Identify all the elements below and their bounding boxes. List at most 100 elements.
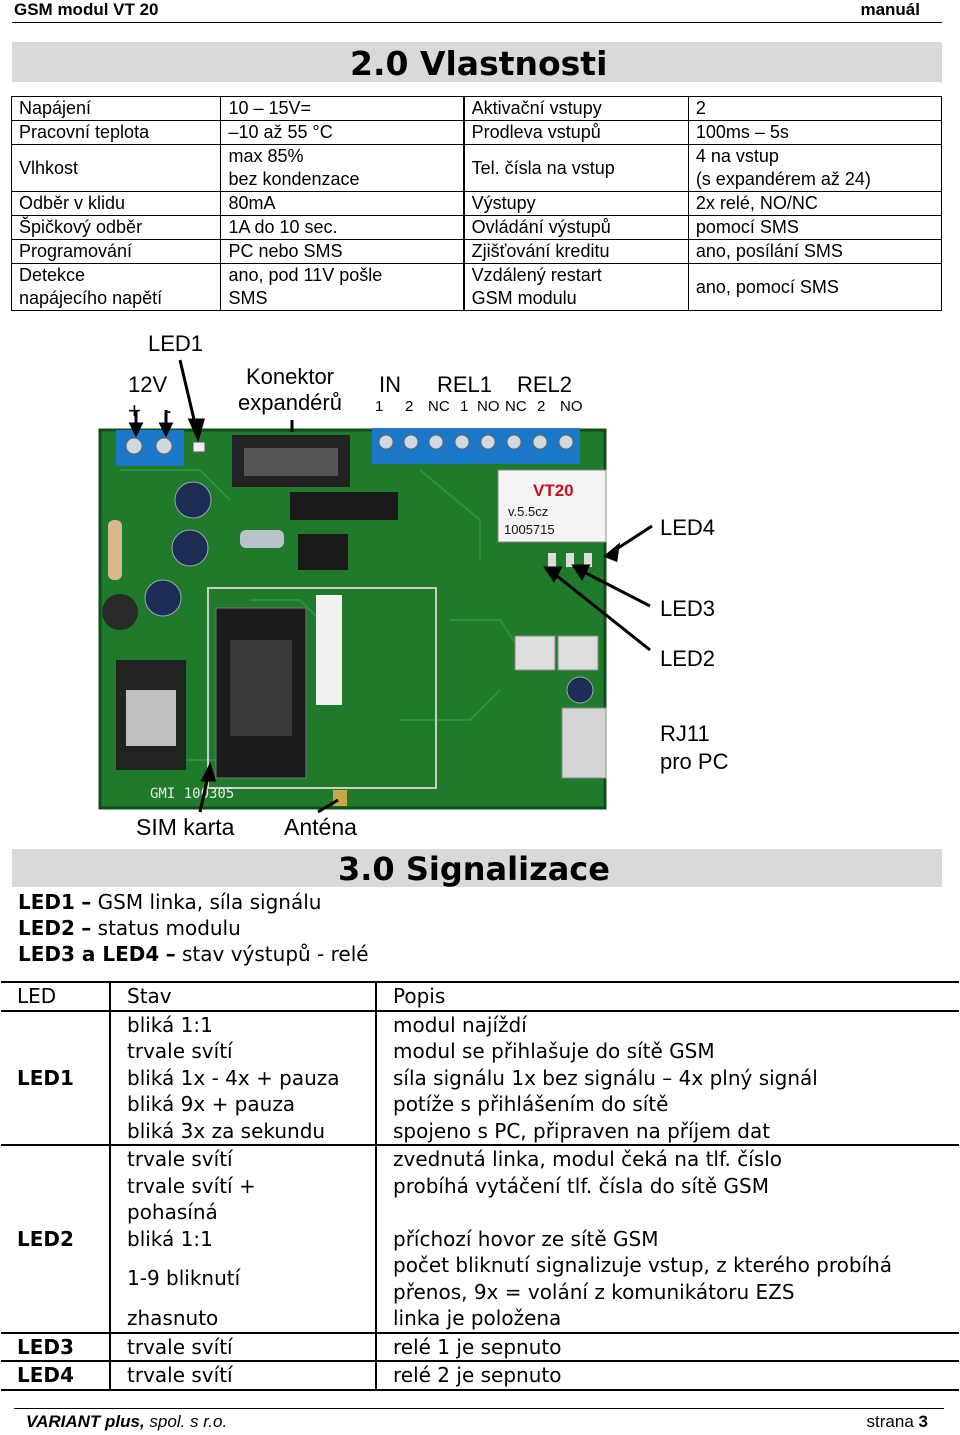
label-sim: SIM karta bbox=[136, 814, 235, 840]
led-state-cell: trvale svítí bbox=[110, 1144, 377, 1173]
label-plus: + bbox=[128, 398, 141, 423]
section-title-vlastnosti: 2.0 Vlastnosti bbox=[350, 44, 608, 83]
led-description-cell: modul najíždí bbox=[376, 1009, 959, 1038]
properties-cell: pomocí SMS bbox=[687, 215, 943, 240]
led-table-row: trvale svítí modul se přihlašuje do sítě … bbox=[1, 1038, 959, 1065]
crystal bbox=[240, 530, 284, 548]
header-rule bbox=[12, 22, 942, 23]
doc-title: GSM modul VT 20 bbox=[14, 0, 159, 19]
footer-page: strana 3 bbox=[866, 1412, 928, 1431]
label-led4: LED4 bbox=[660, 515, 716, 540]
label-12v: 12V bbox=[128, 372, 168, 397]
led-table-row: bliká 1:1 příchozí hovor ze sítě GSM bbox=[1, 1225, 959, 1252]
terminal-pin-label: NC bbox=[505, 398, 527, 415]
led-description-cell: síla signálu 1x bez signálu – 4x plný si… bbox=[393, 1065, 818, 1090]
terminal-pin-label: 2 bbox=[537, 398, 546, 415]
led4-component bbox=[584, 553, 592, 567]
led-state-cell: bliká 1:1 bbox=[110, 1009, 377, 1038]
properties-cell: Vzdálený restart GSM modulu bbox=[463, 263, 689, 311]
led-description-cell: modul se přihlašuje do sítě GSM bbox=[393, 1039, 715, 1063]
section-title-signalizace: 3.0 Signalizace bbox=[338, 850, 610, 888]
signal-text: stav výstupů - relé bbox=[182, 942, 369, 966]
signal-dash: – bbox=[81, 890, 92, 914]
led-name-cell: LED4 bbox=[1, 1360, 111, 1390]
signal-text: GSM linka, síla signálu bbox=[97, 890, 322, 914]
led-state-cell: 1-9 bliknutí bbox=[110, 1252, 377, 1305]
led-description-cell: zvednutá linka, modul čeká na tlf. číslo bbox=[376, 1144, 959, 1173]
led-description-cell: probíhá vytáčení tlf. čísla do sítě GSM bbox=[393, 1173, 769, 1198]
led-state-cell: bliká 9x + pauza bbox=[110, 1091, 377, 1118]
signal-led-name: LED2 bbox=[18, 916, 75, 940]
label-in: IN bbox=[379, 372, 401, 397]
annotation-arrows bbox=[128, 359, 653, 814]
led-description-cell: příchozí hovor ze sítě GSM bbox=[393, 1226, 659, 1251]
led-state-cell: bliká 1x - 4x + pauza bbox=[110, 1064, 377, 1091]
signal-line: LED1 – GSM linka, síla signálu bbox=[18, 889, 321, 915]
section-bar-vlastnosti bbox=[12, 42, 942, 82]
led-table-bottom bbox=[1, 1388, 959, 1392]
properties-cell: Výstupy bbox=[463, 191, 689, 216]
terminal-pin-label: NC bbox=[428, 398, 450, 415]
led-table-header-cell: Stav bbox=[110, 981, 377, 1011]
properties-cell: Špičkový odběr bbox=[10, 215, 222, 240]
led1-component bbox=[192, 441, 206, 453]
board-label-text: VT20 bbox=[533, 481, 574, 500]
doc-type: manuál bbox=[860, 0, 920, 19]
capacitor bbox=[174, 481, 212, 519]
led3-component bbox=[566, 553, 574, 567]
led-state-cell: trvale svítí bbox=[110, 1038, 377, 1065]
terminal-pin-label: 1 bbox=[375, 398, 384, 415]
board-serial-text: 1005715 bbox=[504, 522, 555, 537]
label-rel2: REL2 bbox=[517, 372, 573, 397]
properties-cell: Ovládání výstupů bbox=[463, 215, 689, 240]
signal-line: LED3 a LED4 – stav výstupů - relé bbox=[18, 941, 369, 967]
led-table-row: zhasnuto linka je položena bbox=[1, 1305, 959, 1333]
led-name-cell: LED1 bbox=[1, 1009, 111, 1145]
label-minus: - bbox=[164, 398, 172, 423]
properties-cell: ano, pomocí SMS bbox=[687, 263, 943, 311]
label-rel1: REL1 bbox=[437, 372, 493, 397]
properties-cell: PC nebo SMS bbox=[220, 239, 465, 264]
properties-cell: ano, posílání SMS bbox=[687, 239, 943, 264]
board-version-text: v.5.5cz bbox=[508, 504, 548, 519]
footer-rule bbox=[14, 1408, 944, 1409]
antenna-connector bbox=[333, 790, 347, 806]
label-antena: Anténa bbox=[284, 814, 357, 840]
board-label-sticker bbox=[497, 469, 607, 543]
capacitor bbox=[171, 529, 209, 567]
properties-cell: 1A do 10 sec. bbox=[220, 215, 465, 240]
section-bar-signalizace bbox=[12, 849, 942, 887]
led-table-header-cell: LED bbox=[1, 981, 111, 1011]
terminal-pin-label: 2 bbox=[405, 398, 414, 415]
label-rj11: RJ11 pro PC bbox=[660, 721, 729, 774]
signal-text: status modulu bbox=[97, 916, 241, 940]
io-terminal bbox=[372, 428, 580, 464]
terminal-pin-label: NO bbox=[560, 398, 583, 415]
led-description-cell: relé 2 je sepnuto bbox=[376, 1360, 959, 1390]
properties-cell: Programování bbox=[10, 239, 222, 264]
led-state-cell: zhasnuto bbox=[110, 1305, 377, 1333]
signal-line: LED2 – status modulu bbox=[18, 915, 241, 941]
led-state-cell: bliká 1:1 bbox=[110, 1225, 377, 1252]
properties-cell: Pracovní teplota bbox=[10, 120, 222, 145]
ic-chip bbox=[290, 492, 398, 520]
led-description-cell: linka je položena bbox=[393, 1306, 562, 1330]
ic-chip-small bbox=[298, 534, 348, 570]
properties-cell: Tel. čísla na vstup bbox=[463, 144, 689, 192]
led2-component bbox=[548, 553, 556, 567]
led-table-header-cell: Popis bbox=[376, 981, 959, 1011]
properties-cell: ano, pod 11V pošle SMS bbox=[220, 263, 465, 311]
properties-cell: 80mA bbox=[220, 191, 465, 216]
